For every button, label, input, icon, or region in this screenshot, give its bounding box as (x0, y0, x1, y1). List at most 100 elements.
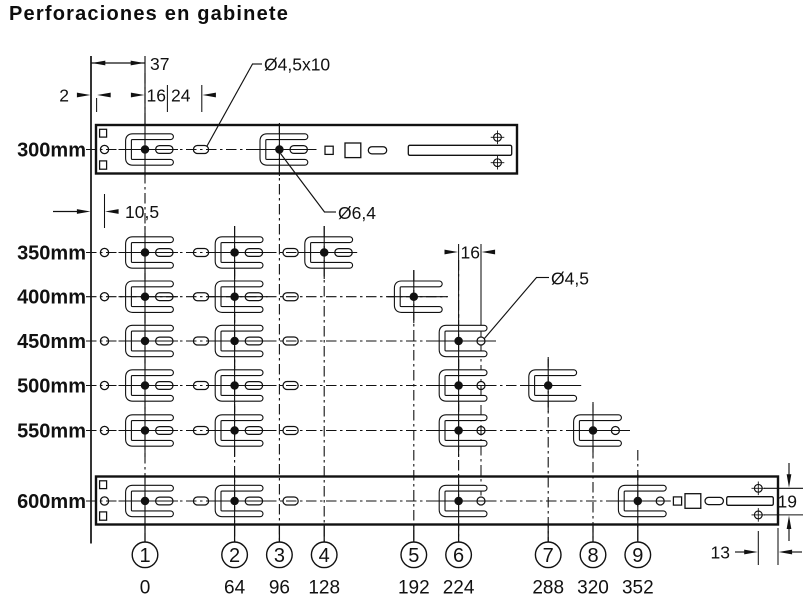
position-offset: 0 (140, 578, 151, 599)
rail-small-square-hole (672, 496, 683, 506)
mounting-hole-dot (319, 248, 329, 257)
mounting-hole-dot (543, 381, 553, 390)
position-circle (310, 541, 338, 569)
position-number: 1 (139, 545, 150, 567)
side-hole (99, 247, 110, 258)
position-circle (221, 541, 249, 569)
rail-capsule-hole (704, 496, 725, 506)
mounting-hole-dot (140, 426, 150, 435)
side-hole (99, 336, 110, 346)
row-label: 550mm (17, 421, 86, 443)
dim-label: 19 (778, 492, 797, 512)
mounting-hole-dot (140, 381, 150, 390)
rail-square-hole (344, 142, 362, 159)
mounting-hole-dot (140, 145, 150, 154)
dim-label: Ø4,5 (551, 269, 589, 289)
dim-label: 10,5 (125, 202, 159, 222)
position-number: 7 (543, 545, 554, 567)
mounting-hole-dot (454, 426, 463, 435)
slide-rail-600 (94, 475, 780, 526)
rail-clip (98, 160, 108, 170)
dim-arrow (444, 249, 458, 255)
position-circle (445, 541, 473, 569)
slot-tail-hole (289, 144, 309, 155)
small-round-hole (476, 425, 486, 436)
leader-line (206, 63, 254, 147)
oval-hole (282, 380, 299, 391)
mounting-hole-dot (588, 426, 598, 435)
dim-arrow (105, 209, 119, 214)
slot-tail-hole (244, 292, 264, 302)
slot-tail-hole (244, 496, 264, 506)
dim-label: 2 (59, 85, 69, 105)
dim-label: 37 (150, 54, 169, 74)
position-number: 2 (229, 545, 240, 567)
dim-arrow (130, 60, 145, 66)
position-number: 5 (408, 545, 419, 567)
mounting-hole-dot (409, 292, 419, 301)
rail-capsule-hole (367, 146, 388, 155)
dim-label: 16 (461, 242, 480, 262)
mounting-hole-dot (140, 336, 150, 346)
position-number: 4 (319, 545, 330, 567)
position-circle (624, 541, 652, 569)
position-circle (265, 541, 293, 569)
dim-arrow (76, 92, 91, 98)
rail-small-square-hole (324, 145, 334, 156)
position-circle (579, 541, 607, 569)
row-label: 500mm (17, 376, 86, 398)
oval-hole (282, 425, 299, 436)
dim-arrow (97, 92, 111, 98)
small-round-hole (610, 425, 621, 436)
slot-tail-hole (154, 292, 174, 302)
slot-tail-hole (244, 247, 264, 258)
position-offset: 224 (443, 578, 475, 599)
slot-tail-hole (244, 425, 264, 436)
dim-arrow (744, 549, 758, 555)
slide-rail-300 (94, 123, 519, 175)
row-label: 350mm (17, 243, 86, 265)
mounting-hole-dot (454, 381, 463, 390)
small-round-hole (476, 380, 486, 391)
dim-arrow (778, 549, 793, 555)
row-label: 300mm (17, 140, 86, 162)
dim-label: 13 (711, 542, 730, 562)
dim-arrow (202, 92, 216, 98)
rail-long-slot (407, 144, 513, 156)
page-title: Perforaciones en gabinete (9, 3, 290, 25)
dim-arrow (786, 474, 792, 488)
position-number: 3 (274, 545, 285, 567)
mounting-hole-dot (275, 145, 284, 154)
oval-hole (192, 144, 210, 155)
slot-tail-hole (154, 336, 174, 346)
side-hole (99, 496, 110, 506)
dim-label: Ø4,5x10 (264, 54, 330, 74)
side-hole (99, 380, 110, 391)
dim-label: 16 (147, 85, 166, 105)
mounting-hole-dot (140, 496, 150, 506)
dim-label: Ø6,4 (338, 203, 376, 223)
slot-tail-hole (334, 247, 353, 258)
row-label: 450mm (17, 331, 86, 353)
mounting-hole-dot (230, 426, 239, 435)
position-circle (400, 541, 428, 569)
dim-arrow (91, 60, 106, 66)
position-offset: 96 (269, 578, 290, 599)
mounting-hole-dot (140, 292, 150, 301)
slot-tail-hole (244, 380, 264, 391)
mounting-hole-dot (230, 248, 239, 257)
position-offset: 64 (224, 578, 246, 599)
mounting-hole-dot (633, 496, 643, 506)
side-hole (99, 291, 110, 302)
slot-tail-hole (154, 496, 174, 506)
position-number: 9 (632, 545, 643, 567)
position-number: 6 (453, 545, 464, 567)
row-label: 600mm (17, 491, 86, 513)
dim-arrow (76, 209, 91, 214)
position-offset: 128 (308, 578, 340, 599)
position-offset: 288 (532, 578, 564, 599)
mounting-hole-dot (230, 292, 239, 301)
rail-clip (98, 511, 108, 521)
dim-arrow (130, 92, 145, 98)
